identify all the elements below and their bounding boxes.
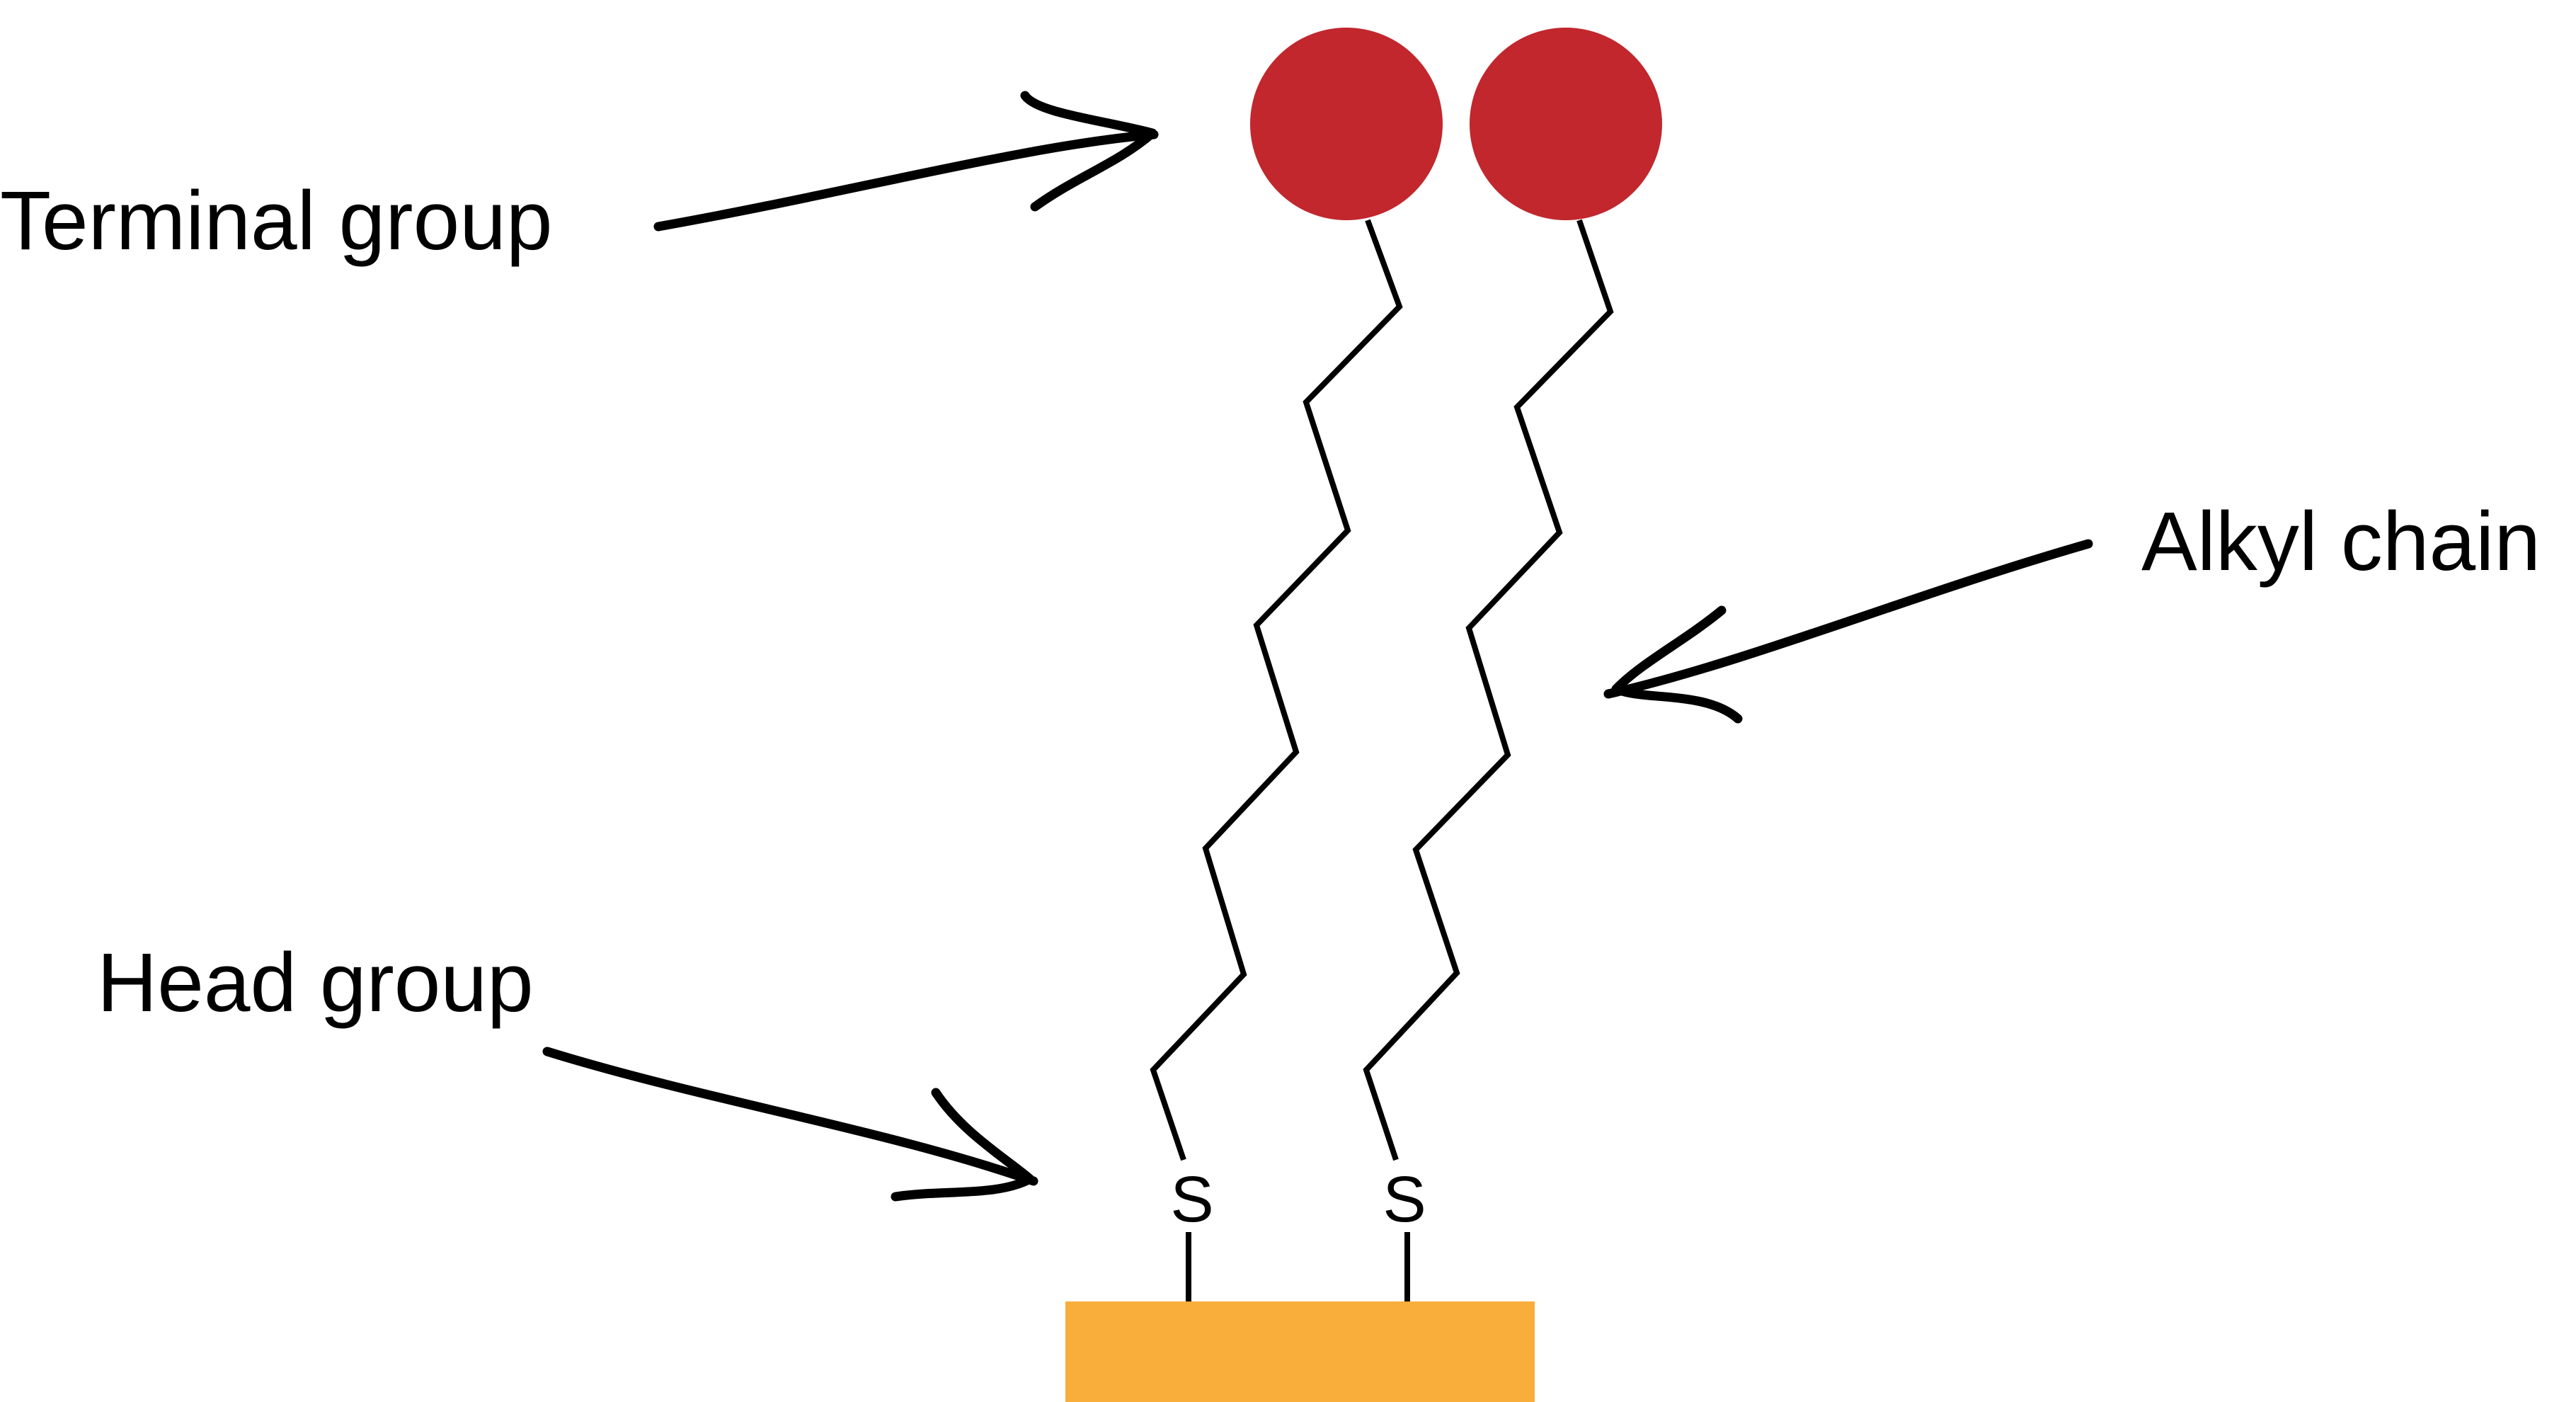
terminal-group-arrow-head	[1020, 91, 1157, 212]
alkyl-chain-1	[1150, 219, 1403, 1161]
head-atom-2: S	[1383, 1163, 1426, 1236]
terminal-group-circle-1	[1250, 28, 1443, 220]
molecule-2: S	[1363, 28, 1662, 1301]
molecule-1: S	[1150, 28, 1443, 1301]
substrate	[1065, 1301, 1535, 1402]
head-atom-1: S	[1170, 1163, 1213, 1236]
terminal-group-arrow-shaft	[653, 130, 1159, 232]
head-group-arrow-shaft	[542, 1047, 1038, 1186]
terminal-group-circle-2	[1470, 28, 1662, 220]
head-group-arrow-head	[891, 1088, 1035, 1202]
terminal-group-arrow	[653, 91, 1159, 232]
head-group-label: Head group	[97, 936, 534, 1030]
alkyl-chain-label: Alkyl chain	[2141, 495, 2541, 588]
head-group-arrow	[542, 1047, 1038, 1202]
alkyl-chain-2	[1363, 219, 1614, 1161]
alkyl-chain-arrow	[1603, 539, 2093, 724]
terminal-group-label: Terminal group	[0, 174, 552, 268]
alkyl-chain-arrow-head	[1611, 605, 1743, 724]
alkyl-chain-arrow-shaft	[1603, 539, 2093, 699]
